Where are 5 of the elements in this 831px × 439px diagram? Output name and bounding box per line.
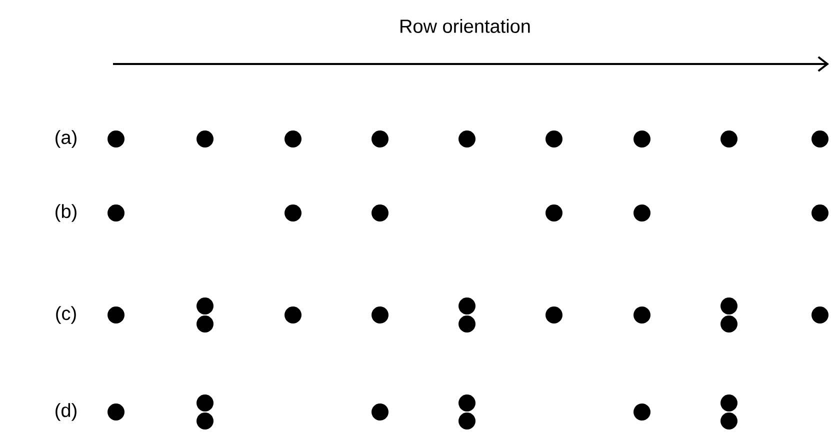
title: Row orientation [400,19,530,33]
row-label: (b) [56,204,76,222]
row-label: (c) [56,306,76,324]
row-label: (a) [56,130,76,148]
row-label: (d) [56,403,76,421]
